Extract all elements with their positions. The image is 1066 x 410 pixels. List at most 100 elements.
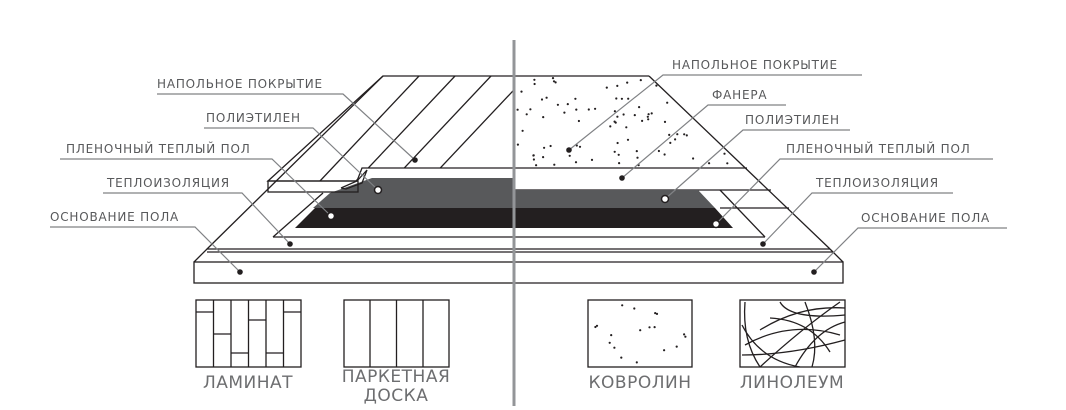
texture-dot (639, 79, 642, 82)
texture-dot (516, 143, 520, 146)
label-text: НАПОЛЬНОЕ ПОКРЫТИЕ (157, 77, 323, 91)
texture-dot (647, 113, 650, 116)
label-text: НАПОЛЬНОЕ ПОКРЫТИЕ (672, 58, 838, 72)
label-right-base: ОСНОВАНИЕ ПОЛА (811, 211, 1007, 275)
texture-dot (535, 164, 538, 167)
carpet-swatch-dots (594, 304, 687, 364)
texture-dot (566, 103, 569, 106)
texture-dot (617, 153, 620, 156)
texture-dot (542, 156, 545, 159)
label-left-base: ОСНОВАНИЕ ПОЛА (50, 210, 243, 275)
swatch-carpet: КОВРОЛИН (587, 299, 693, 393)
texture-dot (553, 163, 556, 166)
texture-dot (723, 152, 726, 155)
plank-lines (319, 76, 514, 181)
texture-dot (532, 154, 535, 157)
texture-dot (655, 84, 658, 87)
texture-dot (577, 119, 581, 123)
texture-dot (554, 81, 557, 84)
label-left-film-heating: ПЛЕНОЧНЫЙ ТЕПЛЫЙ ПОЛ (60, 141, 336, 221)
texture-dot (648, 326, 651, 329)
texture-dot (616, 84, 619, 87)
texture-dot (726, 162, 729, 165)
label-text: ПОЛИЭТИЛЕН (206, 111, 301, 125)
left-ramp-edge (206, 75, 384, 250)
texture-dot (613, 120, 616, 123)
texture-dot (626, 81, 629, 84)
right-polyethylene-film (514, 190, 715, 208)
texture-dot (657, 149, 661, 153)
texture-dot (683, 133, 686, 136)
texture-dot (605, 86, 608, 89)
texture-dot (620, 356, 623, 359)
carpet-caption: КОВРОЛИН (588, 373, 691, 393)
right-base-slab (513, 261, 844, 284)
texture-dot (627, 97, 630, 100)
texture-dot (708, 162, 711, 165)
left-structure (193, 75, 515, 284)
texture-dot (575, 108, 578, 111)
texture-dot (615, 97, 618, 100)
texture-dot (685, 134, 688, 137)
texture-dot (542, 116, 545, 119)
texture-dot (718, 136, 722, 139)
right-ramp-edge (648, 75, 831, 250)
texture-dot (574, 97, 577, 100)
label-left-polyethylene: ПОЛИЭТИЛЕН (204, 111, 383, 195)
texture-dot (545, 96, 548, 99)
label-text: ОСНОВАНИЕ ПОЛА (861, 211, 990, 225)
right-labels: НАПОЛЬНОЕ ПОКРЫТИЕ ФАНЕРА ПОЛИЭТИЛЕН ПЛЕ… (566, 58, 1007, 275)
texture-dot (613, 150, 616, 153)
texture-dot (650, 112, 653, 115)
label-right-floor-covering: НАПОЛЬНОЕ ПОКРЫТИЕ (566, 58, 862, 153)
texture-dot (574, 161, 578, 164)
left-board-front (267, 180, 359, 193)
label-right-film-heating: ПЛЕНОЧНЫЙ ТЕПЛЫЙ ПОЛ (711, 141, 993, 229)
texture-dot (587, 108, 590, 111)
texture-dot (529, 108, 532, 111)
left-base-top (193, 248, 514, 263)
parquet-caption-line1: ПАРКЕТНАЯ (342, 367, 451, 387)
texture-dot (556, 103, 560, 106)
label-text: ТЕПЛОИЗОЛЯЦИЯ (815, 176, 939, 190)
texture-dot (663, 120, 667, 123)
texture-dot (578, 145, 582, 148)
texture-dot (533, 78, 536, 81)
texture-dot (622, 113, 625, 116)
label-text: ОСНОВАНИЕ ПОЛА (50, 210, 179, 224)
parquet-caption-line2: ДОСКА (364, 386, 429, 406)
texture-dot (729, 105, 733, 108)
texture-dot (610, 334, 613, 337)
texture-dot (639, 329, 642, 332)
texture-dot (616, 141, 619, 145)
swatch-parquet: ПАРКЕТНАЯ ДОСКА (342, 299, 451, 406)
texture-dot (704, 89, 707, 92)
texture-dot (616, 115, 619, 118)
texture-dot (633, 114, 636, 117)
texture-dot (654, 312, 657, 315)
carpet-texture-dots (516, 77, 733, 167)
texture-dot (641, 119, 644, 122)
texture-dot (636, 156, 639, 159)
left-heating-film (295, 208, 514, 228)
label-text: ПЛЕНОЧНЫЙ ТЕПЛЫЙ ПОЛ (66, 141, 251, 156)
texture-dot (714, 113, 717, 116)
texture-dot (669, 141, 672, 144)
texture-dot (594, 107, 597, 110)
label-right-polyethylene: ПОЛИЭТИЛЕН (660, 113, 850, 204)
texture-dot (608, 341, 611, 344)
texture-dot (662, 83, 666, 86)
texture-dot (626, 138, 630, 141)
texture-dot (682, 88, 685, 91)
texture-dot (594, 325, 597, 329)
texture-dot (675, 345, 678, 348)
texture-dot (666, 101, 669, 104)
texture-dot (552, 80, 556, 83)
texture-dot (521, 129, 524, 132)
label-left-insulation: ТЕПЛОИЗОЛЯЦИЯ (103, 176, 293, 247)
texture-dot (525, 113, 528, 116)
texture-dot (543, 146, 546, 149)
texture-dot (684, 335, 687, 338)
texture-dot (613, 346, 616, 349)
